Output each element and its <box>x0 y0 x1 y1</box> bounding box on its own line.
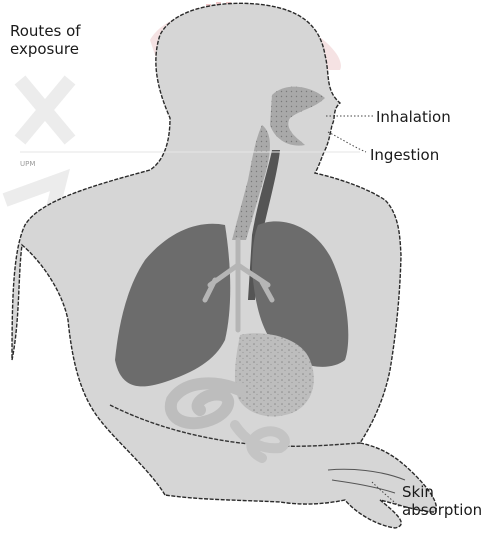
skin-label-line-1: Skin <box>402 483 482 501</box>
ingestion-label: Ingestion <box>370 146 439 164</box>
skin-label-line-2: absorption <box>402 501 482 519</box>
skin-absorption-label: Skin absorption <box>402 483 482 519</box>
title-line-1: Routes of <box>10 22 81 40</box>
watermark-text: UPM <box>20 160 35 168</box>
title-line-2: exposure <box>10 40 81 58</box>
inhalation-label: Inhalation <box>376 108 451 126</box>
ingestion-leader-line <box>328 132 366 152</box>
diagram-title: Routes of exposure <box>10 22 81 58</box>
